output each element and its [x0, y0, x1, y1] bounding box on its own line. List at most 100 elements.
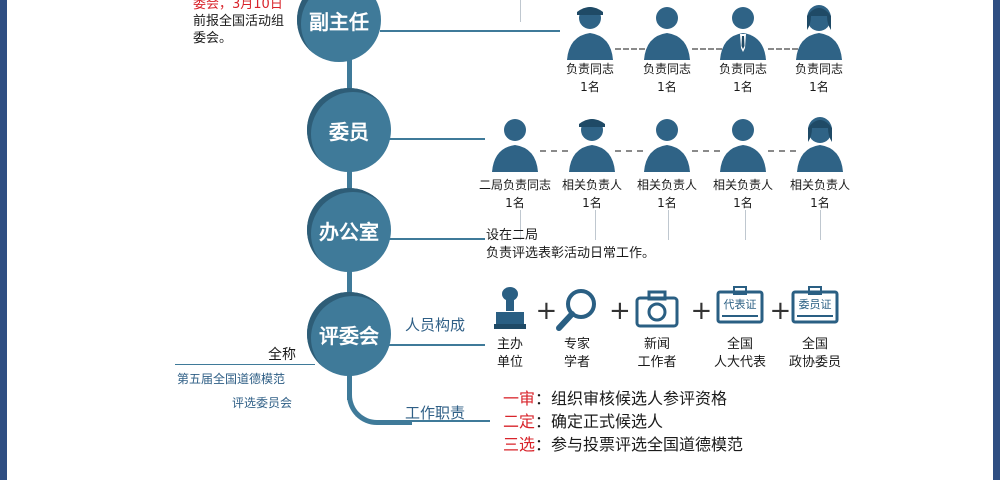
node-member: 委员 — [307, 88, 391, 172]
dashed-link — [768, 150, 796, 152]
magnifier-icon — [551, 284, 603, 336]
composition-caption: 全国政协委员 — [775, 336, 855, 372]
intro-text: 委会，3月10日 前报全国活动组 委会。 — [193, 0, 303, 47]
dashed-link — [615, 48, 645, 50]
guide-line — [745, 210, 746, 240]
node-office: 办公室 — [307, 188, 391, 272]
person-silhouette-icon — [793, 112, 847, 172]
person-role: 相关负责人 — [789, 178, 850, 192]
person-caption: 负责同志 1名 — [627, 60, 707, 96]
composition-line-1: 新闻 — [643, 337, 670, 352]
full-name-line-2: 评选委员会 — [232, 396, 293, 410]
composition-label: 人员构成 — [405, 316, 466, 334]
composition-line-1: 全国 — [801, 337, 828, 352]
person-count: 1名 — [809, 80, 829, 94]
person-count: 1名 — [582, 196, 602, 210]
person-silhouette-icon — [716, 112, 770, 172]
badge-text: 代表证 — [723, 298, 757, 311]
dashed-link — [692, 48, 722, 50]
office-desc-1: 设在二局 — [486, 228, 539, 243]
person-count: 1名 — [505, 196, 525, 210]
person-role: 二局负责同志 — [478, 178, 551, 192]
guide-line — [595, 210, 596, 240]
connector-line — [380, 138, 485, 140]
person-role: 负责同志 — [642, 62, 691, 76]
composition-line-1: 全国 — [726, 337, 753, 352]
person-count: 1名 — [580, 80, 600, 94]
plus-sign: + — [690, 296, 713, 326]
delegate-badge-icon: 代表证 — [714, 284, 766, 336]
duty-key: 审 — [519, 389, 536, 408]
spine-curve — [347, 380, 412, 425]
duty-number: 一 — [503, 389, 520, 408]
node-label: 委员 — [329, 119, 369, 144]
person-caption: 相关负责人 1名 — [780, 176, 860, 212]
duty-text: 确定正式候选人 — [551, 412, 664, 431]
person-silhouette-icon — [640, 0, 694, 60]
duty-item: 一审：组织审核候选人参评资格 — [503, 388, 727, 410]
node-vice-director: 副主任 — [297, 0, 381, 62]
duty-text: 组织审核候选人参评资格 — [551, 389, 728, 408]
person-count: 1名 — [810, 196, 830, 210]
camera-icon — [631, 284, 683, 336]
connector-line — [380, 344, 485, 346]
badge-text: 委员证 — [798, 298, 832, 311]
connector-line — [175, 364, 315, 365]
dashed-link — [540, 150, 568, 152]
full-name-label: 全称 — [268, 347, 296, 363]
person-silhouette-icon — [488, 112, 542, 172]
person-role: 负责同志 — [565, 62, 614, 76]
person-silhouette-icon — [792, 0, 846, 60]
duty-separator: ： — [535, 412, 552, 431]
duties-underline — [395, 420, 490, 422]
dashed-link — [615, 150, 643, 152]
duty-separator: ： — [535, 435, 552, 454]
plus-sign: + — [535, 296, 558, 326]
plus-sign: + — [769, 296, 792, 326]
node-label: 评委会 — [319, 323, 379, 348]
person-role: 相关负责人 — [561, 178, 622, 192]
person-caption: 相关负责人 1名 — [552, 176, 632, 212]
person-count: 1名 — [657, 80, 677, 94]
person-role: 相关负责人 — [636, 178, 697, 192]
left-frame-border — [0, 0, 7, 480]
duty-item: 二定：确定正式候选人 — [503, 411, 663, 433]
stamp-icon — [484, 284, 536, 336]
person-silhouette-icon — [716, 0, 770, 60]
composition-caption: 新闻工作者 — [617, 336, 697, 372]
dashed-link — [692, 150, 720, 152]
duties-label: 工作职责 — [405, 404, 466, 422]
node-label: 副主任 — [309, 9, 369, 34]
dashed-link — [768, 48, 798, 50]
person-caption: 二局负责同志 1名 — [475, 176, 555, 212]
composition-caption: 专家学者 — [537, 336, 617, 372]
person-silhouette-icon — [565, 112, 619, 172]
person-caption: 负责同志 1名 — [550, 60, 630, 96]
composition-line-2: 人大代表 — [713, 355, 766, 370]
composition-line-2: 政协委员 — [788, 355, 841, 370]
composition-line-1: 专家 — [563, 337, 590, 352]
duty-number: 二 — [503, 412, 520, 431]
person-role: 负责同志 — [794, 62, 843, 76]
duty-key: 选 — [519, 435, 536, 454]
duty-separator: ： — [535, 389, 552, 408]
member-badge-icon: 委员证 — [789, 284, 841, 336]
composition-caption: 主办单位 — [470, 336, 550, 372]
composition-line-2: 单位 — [496, 355, 523, 370]
composition-caption: 全国人大代表 — [700, 336, 780, 372]
composition-line-1: 主办 — [496, 337, 523, 352]
duty-text: 参与投票评选全国道德模范 — [551, 435, 744, 454]
node-label: 办公室 — [319, 219, 379, 244]
plus-sign: + — [609, 296, 631, 326]
duty-number: 三 — [503, 435, 520, 454]
person-silhouette-icon — [640, 112, 694, 172]
composition-line-2: 学者 — [563, 355, 590, 370]
person-silhouette-icon — [563, 0, 617, 60]
person-role: 相关负责人 — [712, 178, 773, 192]
connector-line — [380, 238, 485, 240]
right-frame-border — [993, 0, 1000, 480]
guide-line — [668, 210, 669, 240]
